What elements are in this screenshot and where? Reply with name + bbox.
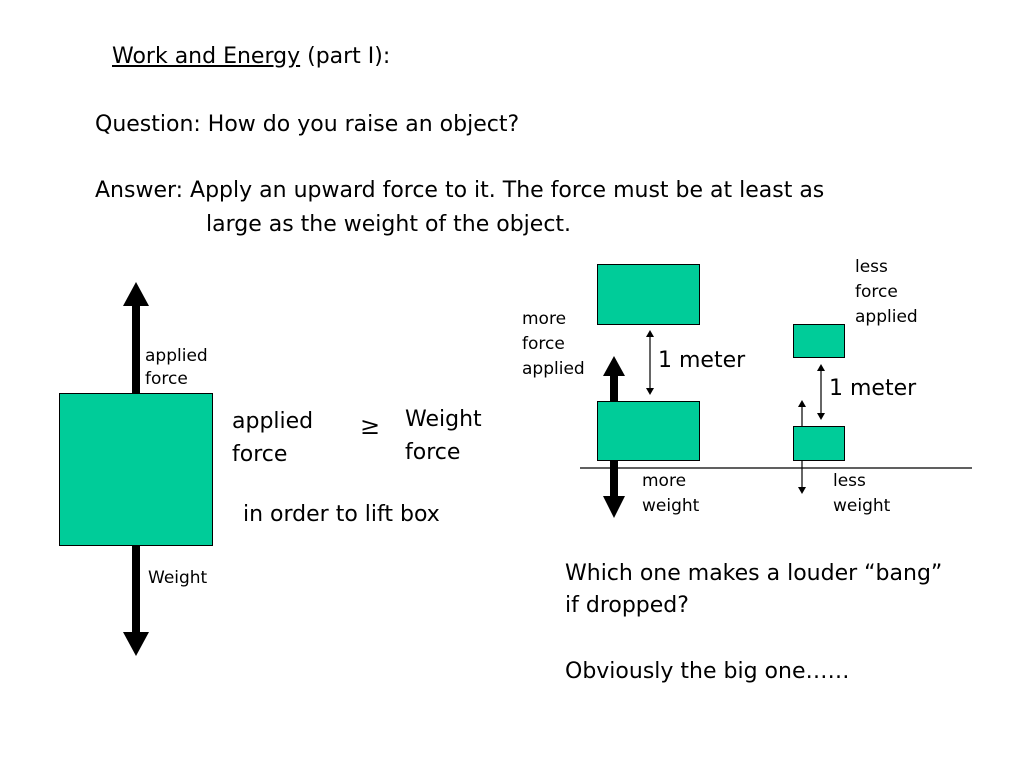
more-weight-label: more weight <box>642 469 699 519</box>
inequality-left: applied force <box>232 405 313 471</box>
less-weight-line-2: weight <box>833 496 891 517</box>
bang-question-line-1: Which one makes a louder “bang” <box>565 561 943 586</box>
title-underlined: Work and Energy <box>112 44 301 69</box>
less-force-line-1: less <box>855 257 888 277</box>
big-distance-label: 1 meter <box>658 348 746 373</box>
small-distance-arrow <box>817 364 825 420</box>
more-weight-arrow <box>603 461 625 518</box>
bang-question: Which one makes a louder “bang” if dropp… <box>565 558 942 622</box>
big-box-ground <box>597 401 700 461</box>
more-force-line-2: force <box>522 334 565 355</box>
answer-line-2: large as the weight of the object. <box>206 212 572 237</box>
more-weight-line-1: more <box>642 471 687 491</box>
applied-force-label-line-1: applied <box>145 346 208 366</box>
less-weight-label: less weight <box>833 469 890 519</box>
big-box-raised <box>597 264 700 325</box>
less-force-applied-label: less force applied <box>855 255 918 330</box>
small-distance-label: 1 meter <box>829 376 917 401</box>
less-weight-arrow <box>798 461 806 494</box>
greater-equal-symbol: ≥ <box>360 412 381 440</box>
less-force-arrow <box>798 400 806 427</box>
weight-label: Weight <box>148 568 208 588</box>
question-text: Question: How do you raise an object? <box>95 112 520 137</box>
big-distance-arrow <box>646 330 654 395</box>
inequality-left-line-2: force <box>232 442 288 467</box>
lifted-box <box>59 393 213 546</box>
small-box-ground <box>793 426 845 461</box>
small-box-raised <box>793 324 845 358</box>
page-title: Work and Energy (part I): <box>112 44 390 70</box>
applied-force-label: applied force <box>145 345 208 392</box>
more-force-line-3: applied <box>522 359 585 380</box>
lift-caption: in order to lift box <box>243 502 440 527</box>
less-force-line-2: force <box>855 282 898 303</box>
more-force-arrow <box>603 356 625 401</box>
inequality-right: Weight force <box>405 403 482 469</box>
inequality-left-line-1: applied <box>232 409 314 434</box>
less-force-line-3: applied <box>855 307 918 328</box>
bang-answer: Obviously the big one…… <box>565 659 850 684</box>
weight-arrow <box>123 546 149 656</box>
title-rest: (part I): <box>307 44 391 69</box>
applied-force-label-line-2: force <box>145 369 188 390</box>
more-force-line-1: more <box>522 309 567 329</box>
inequality-right-line-1: Weight <box>405 407 482 432</box>
bang-question-line-2: if dropped? <box>565 592 689 618</box>
answer-line-1: Answer: Apply an upward force to it. The… <box>95 178 825 203</box>
applied-force-arrow <box>123 282 149 393</box>
more-weight-line-2: weight <box>642 496 700 517</box>
inequality-right-line-2: force <box>405 440 461 465</box>
more-force-applied-label: more force applied <box>522 307 585 382</box>
less-weight-line-1: less <box>833 471 866 491</box>
